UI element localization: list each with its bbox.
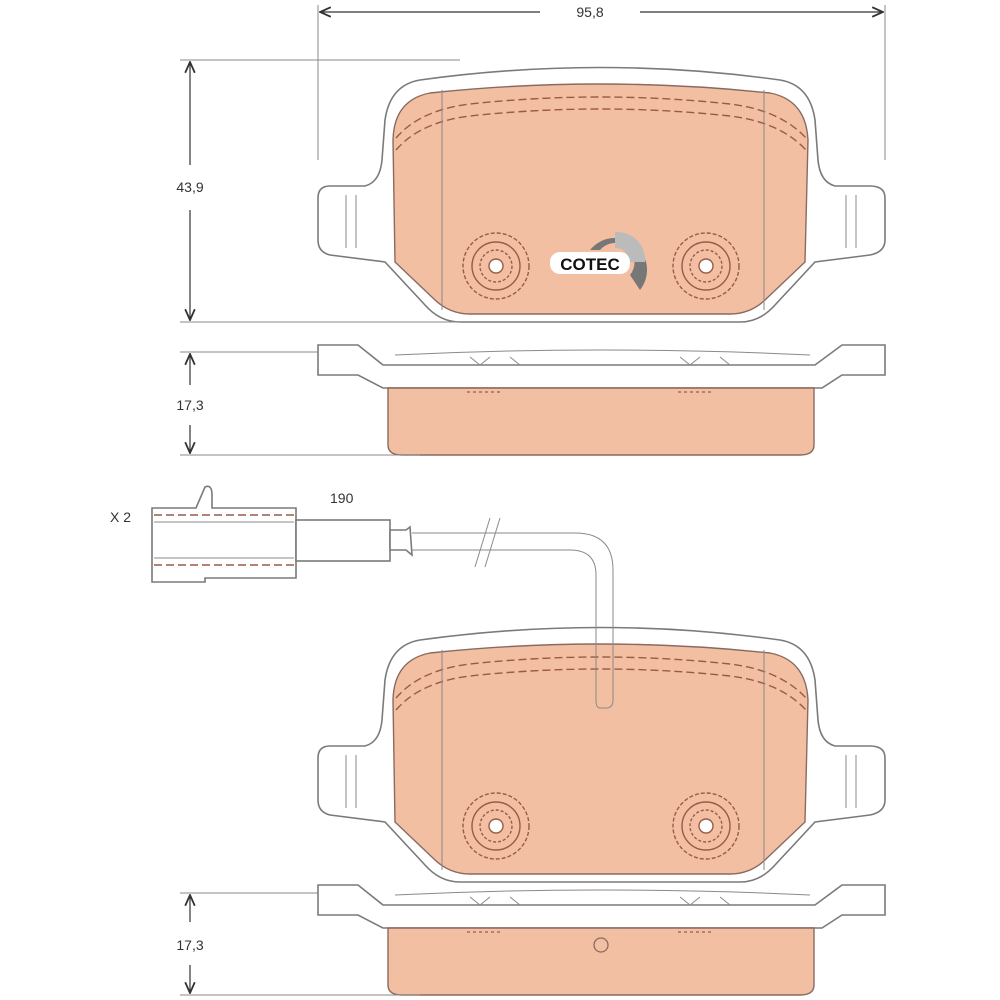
svg-text:95,8: 95,8 xyxy=(576,4,603,20)
svg-text:17,3: 17,3 xyxy=(176,397,203,413)
wire-length-label: 190 xyxy=(330,490,354,506)
dimension-height: 43,9 xyxy=(176,59,460,323)
brake-pad-side-view xyxy=(317,344,886,456)
brake-pad-with-sensor-front-view xyxy=(317,626,886,883)
brake-pad-with-sensor-side-view xyxy=(317,884,886,996)
cotec-logo: COTEC xyxy=(550,231,648,290)
svg-text:COTEC: COTEC xyxy=(560,255,620,274)
dimension-width: 95,8 xyxy=(317,4,886,160)
svg-text:17,3: 17,3 xyxy=(176,937,203,953)
dimension-thickness-bottom: 17,3 xyxy=(176,892,420,996)
quantity-label: X 2 xyxy=(110,509,131,525)
svg-text:43,9: 43,9 xyxy=(176,179,203,195)
wear-sensor-cable xyxy=(151,485,614,709)
dimension-thickness-top: 17,3 xyxy=(176,351,420,456)
brake-pad-front-view xyxy=(317,66,886,323)
